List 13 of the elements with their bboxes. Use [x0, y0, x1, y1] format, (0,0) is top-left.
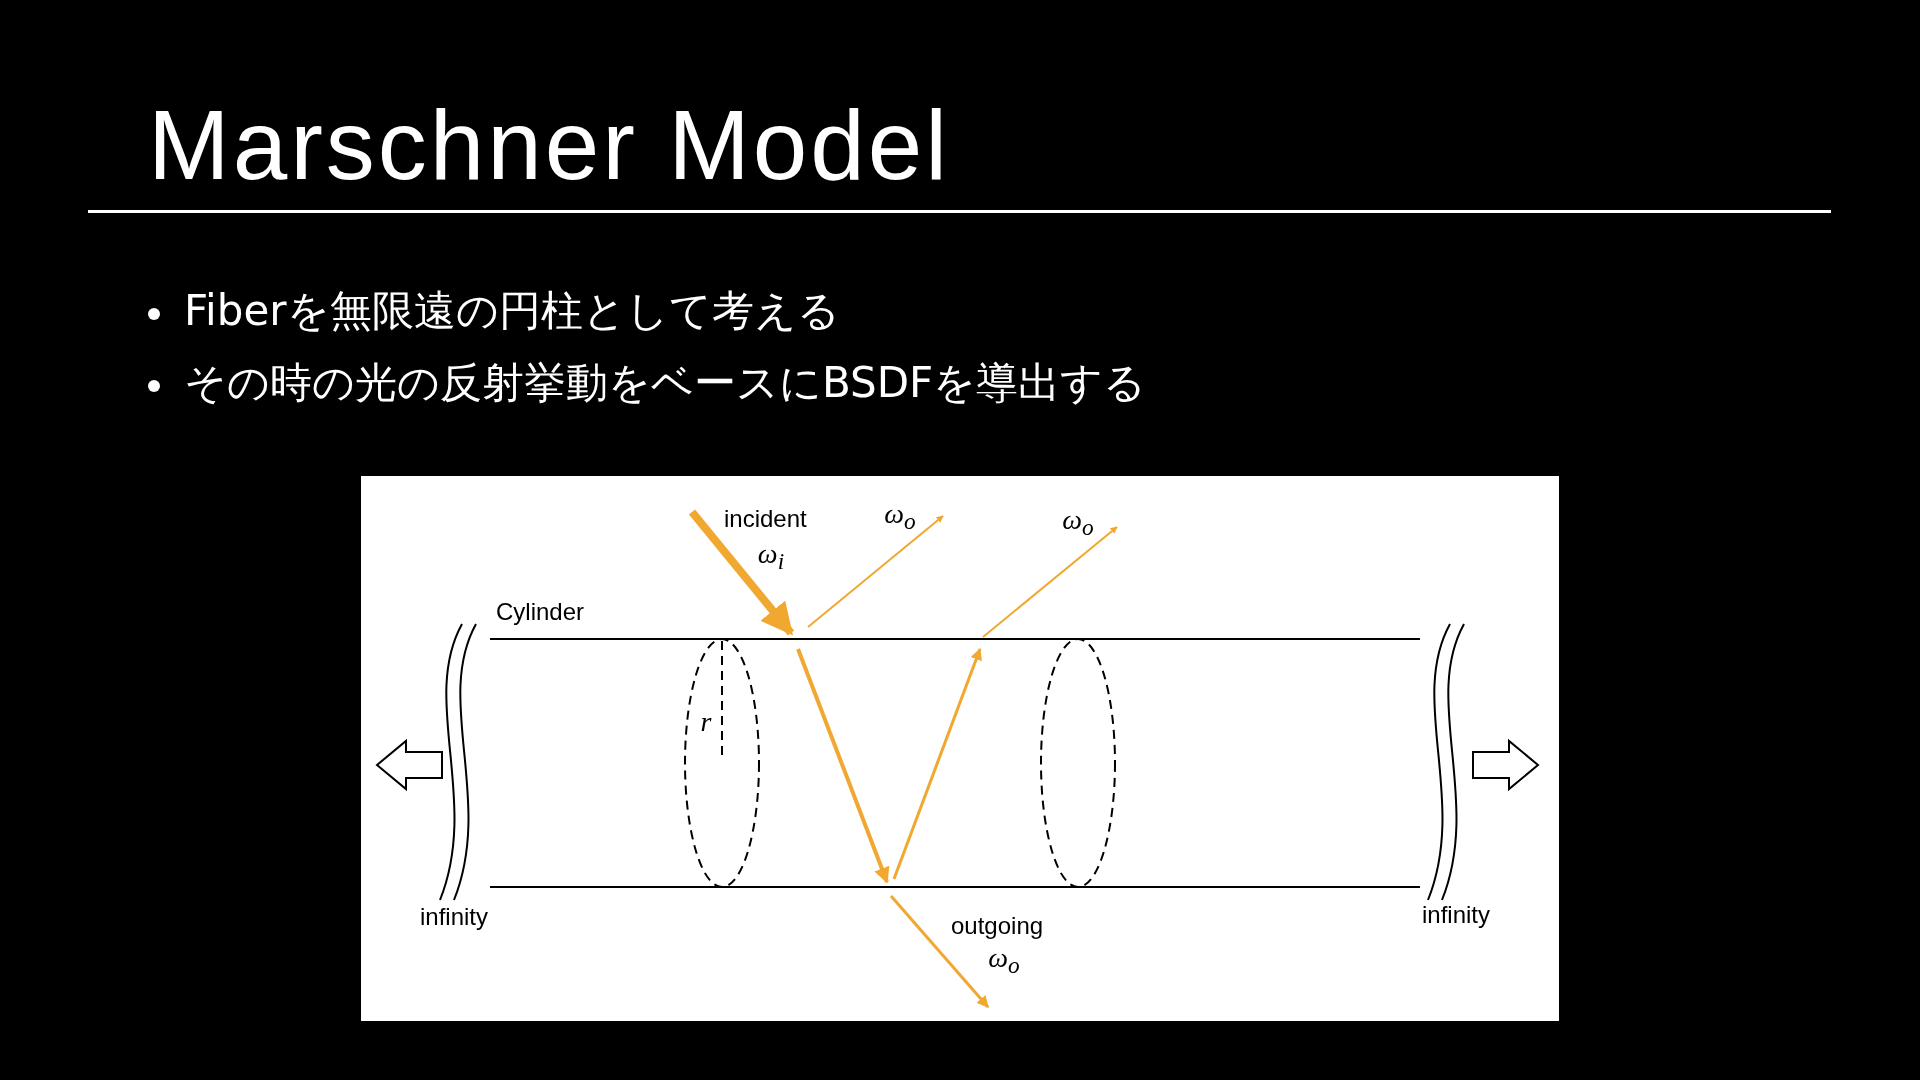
symbol-label: ω$_{o}$	[884, 498, 916, 536]
radius-label: r	[700, 706, 712, 738]
ray-label: outgoing	[951, 912, 1044, 940]
bullet-text: その時の光の反射挙動をベースにBSDFを導出する	[184, 358, 1147, 409]
infinity-label: infinity	[420, 903, 489, 931]
infinity-label: infinity	[1422, 901, 1491, 929]
symbol-label: ω$_{o}$	[988, 942, 1020, 980]
symbol-label: ω$_{o}$	[1062, 504, 1094, 542]
bullet-text: Fiberを無限遠の円柱として考える	[184, 286, 840, 337]
symbol-label: ω$_{i}$	[757, 538, 785, 576]
ray-label: incident	[724, 505, 807, 533]
cylinder-label: Cylinder	[496, 598, 585, 626]
slide-title: Marschner Model	[148, 92, 951, 200]
